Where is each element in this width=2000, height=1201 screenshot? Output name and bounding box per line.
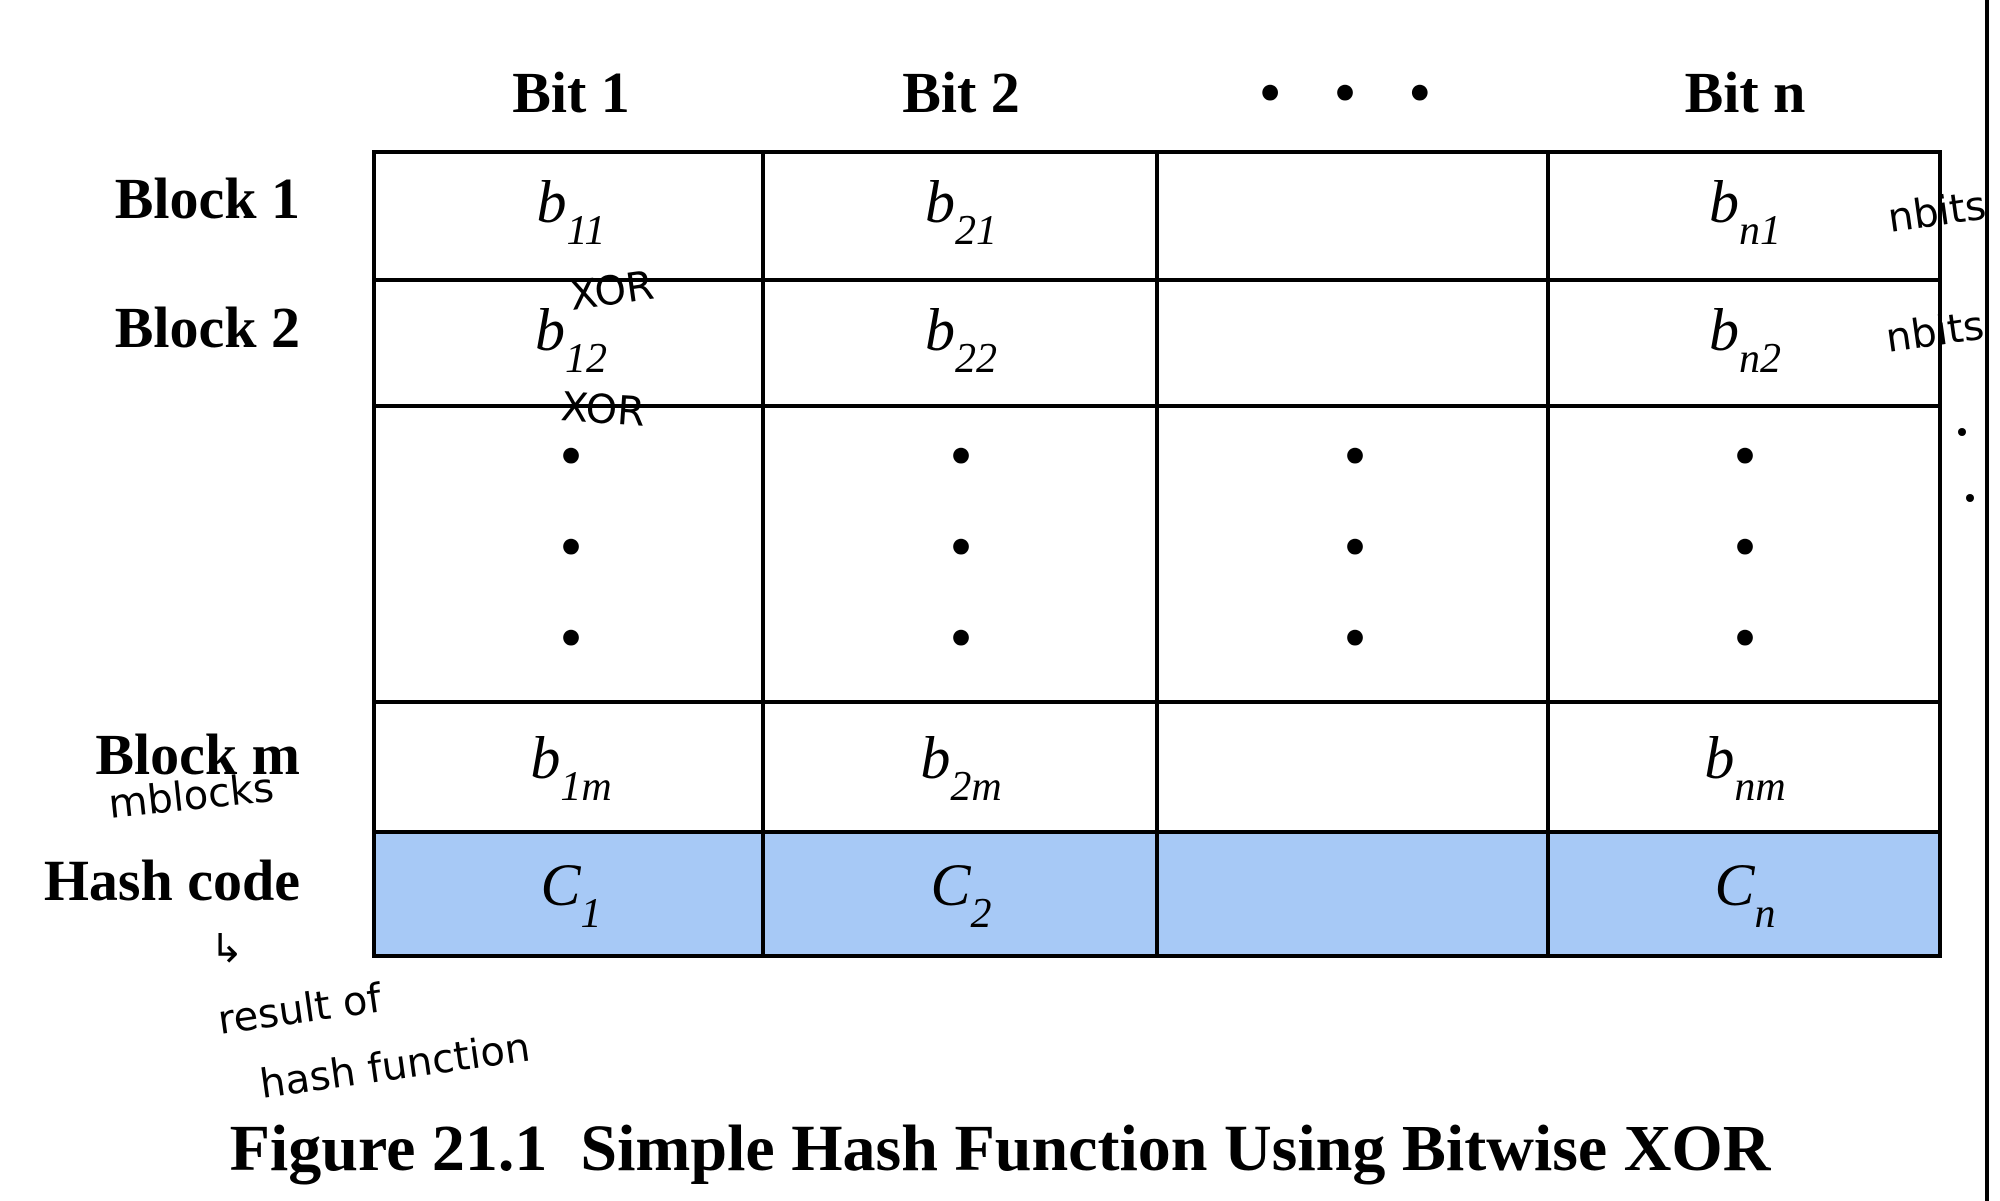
annotation-nbits-1: nbits	[1885, 183, 1989, 242]
handwritten-annotations: XOR XOR nbits nbits mblocks ↳ result of …	[106, 183, 1989, 1108]
ellipsis-dot: •	[951, 605, 971, 670]
annotation-xor-top: XOR	[567, 263, 657, 320]
ellipsis-dot: •	[1345, 605, 1365, 670]
ellipsis-dot: •	[1345, 423, 1365, 488]
row-label-blockm: Block m	[95, 722, 300, 787]
ellipsis-dot: •	[951, 514, 971, 579]
cell-b2m: b2m	[920, 725, 1001, 810]
figure-caption: Figure 21.1 Simple Hash Function Using B…	[230, 1112, 1772, 1185]
cell-b11: b11	[537, 169, 606, 254]
column-header-bitn: Bit n	[1685, 60, 1806, 125]
row-label-block1: Block 1	[115, 166, 300, 231]
annotation-result-of: result of	[215, 975, 385, 1044]
cell-b22: b22	[925, 297, 997, 382]
row-label-hashcode: Hash code	[44, 848, 300, 913]
cell-bn1: bn1	[1709, 169, 1781, 254]
annotation-nbits-2: nbits	[1883, 303, 1987, 362]
table-grid	[372, 150, 1942, 958]
cell-b21: b21	[925, 169, 997, 254]
vertical-ellipsis-row: • • • • • • • • • • • •	[561, 423, 1755, 670]
ellipsis-dot: •	[1735, 605, 1755, 670]
stray-dot	[1966, 494, 1974, 502]
annotation-xor-bottom: XOR	[559, 384, 646, 436]
cell-b1m: b1m	[530, 725, 611, 810]
row-label-block2: Block 2	[115, 295, 300, 360]
cell-bn2: bn2	[1709, 297, 1781, 382]
cell-cn: Cn	[1714, 852, 1775, 937]
cell-c2: C2	[930, 852, 991, 937]
ellipsis-dot: •	[1345, 514, 1365, 579]
ellipsis-dot: •	[561, 605, 581, 670]
ellipsis-dot: •	[561, 514, 581, 579]
cell-bnm: bnm	[1704, 725, 1785, 810]
column-header-bit1: Bit 1	[512, 60, 630, 125]
column-header-bit2: Bit 2	[902, 60, 1020, 125]
ellipsis-dot: •	[1735, 423, 1755, 488]
cell-c1: C1	[540, 852, 601, 937]
arrow-icon: ↳	[210, 926, 244, 972]
annotation-hash-function: hash function	[257, 1024, 533, 1107]
ellipsis-dot: •	[951, 423, 971, 488]
stray-dot	[1958, 428, 1966, 436]
column-header-ellipsis: • • •	[1260, 60, 1450, 125]
ellipsis-dot: •	[1735, 514, 1755, 579]
cell-b12: b12	[535, 297, 607, 382]
ellipsis-dot: •	[561, 423, 581, 488]
